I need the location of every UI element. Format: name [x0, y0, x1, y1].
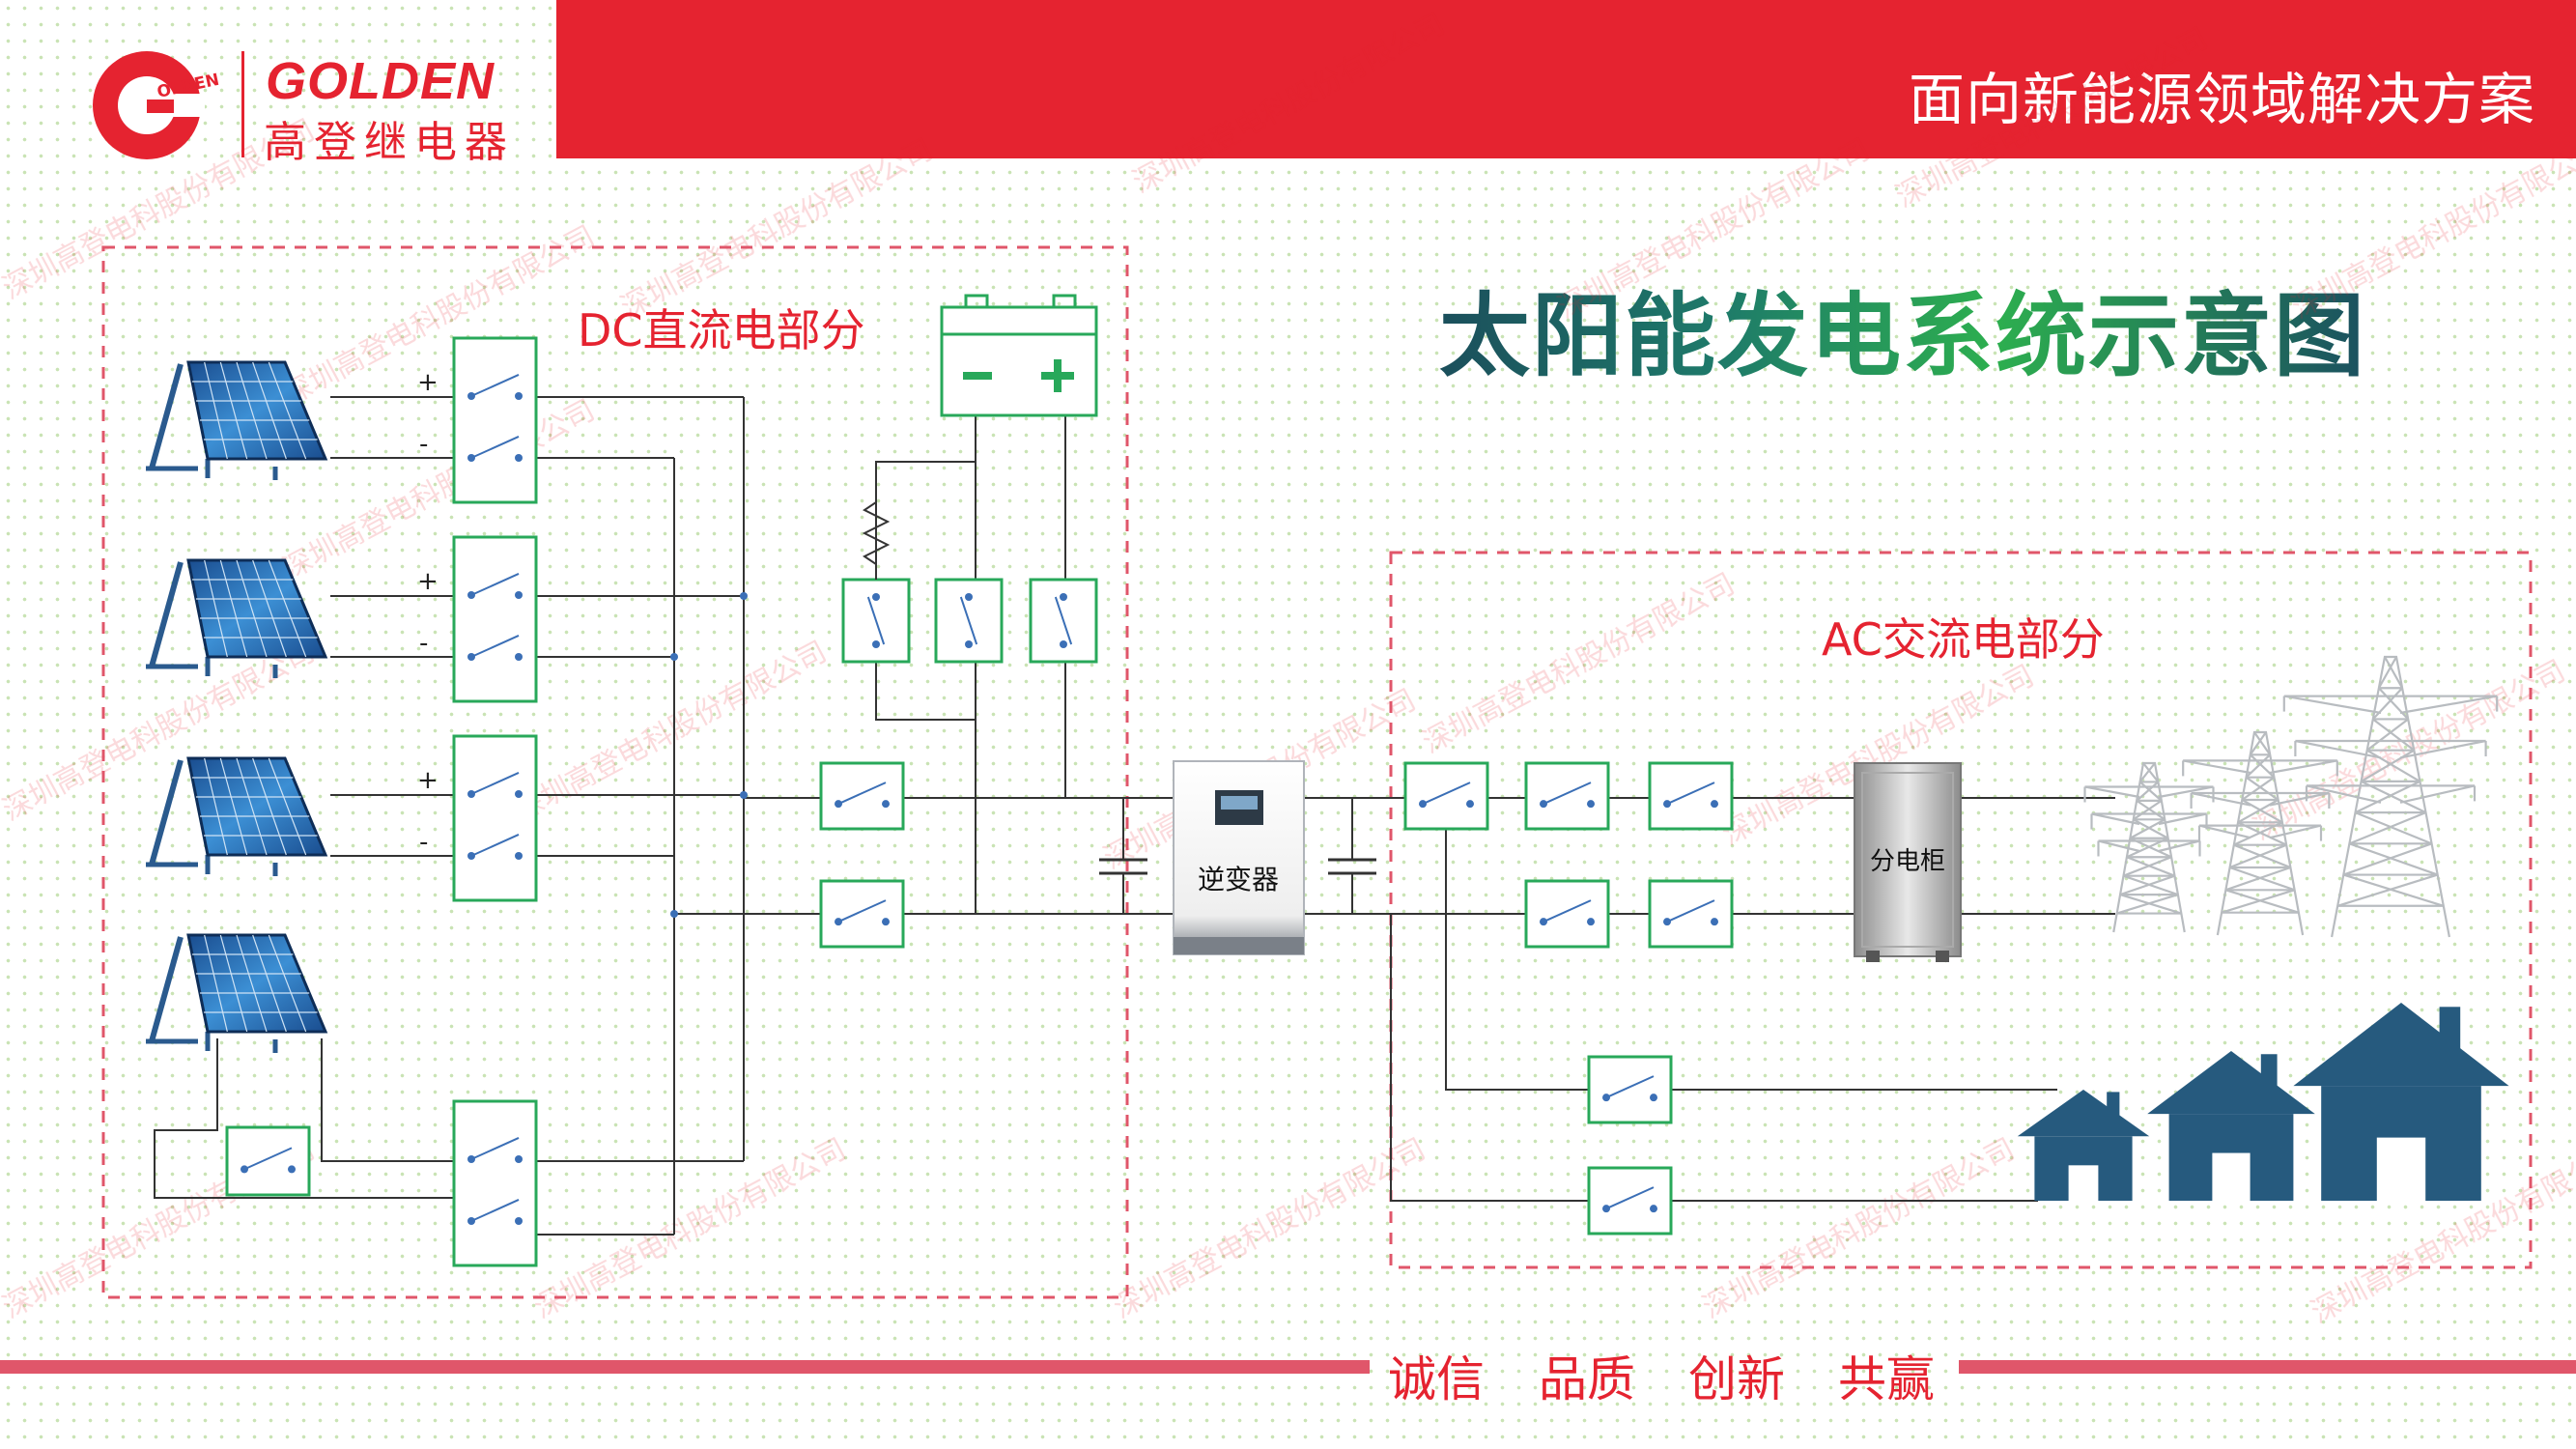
- golden-logo-icon: OLDEN: [93, 51, 221, 159]
- house-icon: [2293, 1003, 2509, 1201]
- plus-sign: +: [417, 766, 439, 795]
- header-bar: 面向新能源领域解决方案: [556, 0, 2576, 158]
- relay-switch-icon: [1524, 761, 1610, 831]
- relay-switch-icon: [819, 761, 905, 831]
- watermark-text: 深圳高登电科股份有限公司: [509, 635, 832, 828]
- relay-switch-icon: [225, 1125, 311, 1197]
- minus-sign: -: [419, 430, 428, 459]
- capacitor-icon: [1328, 858, 1376, 875]
- relay-switch-icon: [1587, 1055, 1673, 1124]
- watermark-text: 深圳高登电科股份有限公司: [1417, 567, 1740, 760]
- footer-slogan-4: 共赢: [1838, 1351, 1935, 1407]
- power-tower-icon: [2182, 730, 2338, 936]
- capacitor-icon: [1099, 858, 1147, 875]
- minus-sign: -: [419, 828, 428, 857]
- watermark-text: 深圳高登电科股份有限公司: [1697, 1132, 2020, 1325]
- wiring: [154, 396, 2115, 1236]
- minus-sign: -: [419, 629, 428, 658]
- footer-line-right: [1959, 1360, 2576, 1374]
- watermark-text: 深圳高登电科股份有限公司: [1890, 21, 2213, 214]
- double-pole-relay-icon: [452, 1099, 538, 1267]
- footer-line-left: [0, 1360, 1370, 1374]
- plus-sign: +: [417, 368, 439, 397]
- battery-icon: [940, 294, 1098, 417]
- logo-divider: [241, 51, 244, 157]
- dc-section-label: DC直流电部分: [578, 304, 865, 356]
- watermark-text: 深圳高登电科股份有限公司: [615, 132, 938, 326]
- watermark-text: 深圳高登电科股份有限公司: [1127, 7, 1450, 200]
- relay-switch-icon: [1403, 761, 1489, 831]
- junction-dots: [670, 592, 748, 918]
- house-icon: [2147, 1051, 2315, 1201]
- ac-section-label: AC交流电部分: [1822, 613, 2105, 666]
- solar-panel-icon: [146, 360, 328, 480]
- resistor-icon: [862, 462, 891, 580]
- power-tower-icon: [2282, 655, 2499, 938]
- diagram-title: 太阳能发电系统示意图: [1439, 263, 2366, 394]
- double-pole-relay-icon: [452, 535, 538, 703]
- footer-slogan-1: 诚信: [1388, 1351, 1485, 1407]
- plus-sign: +: [417, 567, 439, 596]
- company-logo: OLDEN GOLDEN 高登继电器: [87, 43, 570, 169]
- watermark-text: 深圳高登电科股份有限公司: [1108, 1132, 1430, 1325]
- relay-switch-icon: [1648, 879, 1734, 949]
- watermark-text: 深圳高登电科股份有限公司: [2286, 132, 2576, 326]
- footer-slogan-2: 品质: [1539, 1351, 1635, 1407]
- logo-english-name: GOLDEN: [266, 52, 495, 110]
- distribution-cabinet-icon: 分电柜: [1854, 762, 1962, 962]
- relay-switch-icon: [1587, 1166, 1673, 1236]
- power-tower-icon: [2083, 761, 2215, 933]
- relay-switch-icon: [934, 578, 1004, 664]
- relay-switch-icon: [1029, 578, 1098, 664]
- dc-section-border: [101, 245, 1129, 1299]
- ac-section-border: [1389, 551, 2533, 1269]
- footer-slogan-3: 创新: [1688, 1351, 1785, 1407]
- inverter-label: 逆变器: [1198, 864, 1279, 895]
- relay-switch-icon: [1524, 879, 1610, 949]
- relay-switch-icon: [819, 879, 905, 949]
- logo-chinese-name: 高登继电器: [264, 118, 515, 167]
- inverter-icon: 逆变器: [1173, 760, 1305, 955]
- solar-panel-icon: [146, 558, 328, 678]
- watermark-text: 深圳高登电科股份有限公司: [277, 393, 600, 586]
- house-icon: [2017, 1090, 2150, 1201]
- relay-switch-icon: [1648, 761, 1734, 831]
- relay-switch-icon: [841, 578, 911, 664]
- double-pole-relay-icon: [452, 734, 538, 902]
- double-pole-relay-icon: [452, 336, 538, 504]
- watermark-text: 深圳高登电科股份有限公司: [1552, 132, 1875, 326]
- cabinet-label: 分电柜: [1870, 847, 1945, 876]
- solar-panel-icon: [146, 756, 328, 876]
- solar-panel-icon: [146, 933, 328, 1053]
- header-tagline: 面向新能源领域解决方案: [1908, 67, 2535, 132]
- watermark-text: 深圳高登电科股份有限公司: [0, 113, 321, 306]
